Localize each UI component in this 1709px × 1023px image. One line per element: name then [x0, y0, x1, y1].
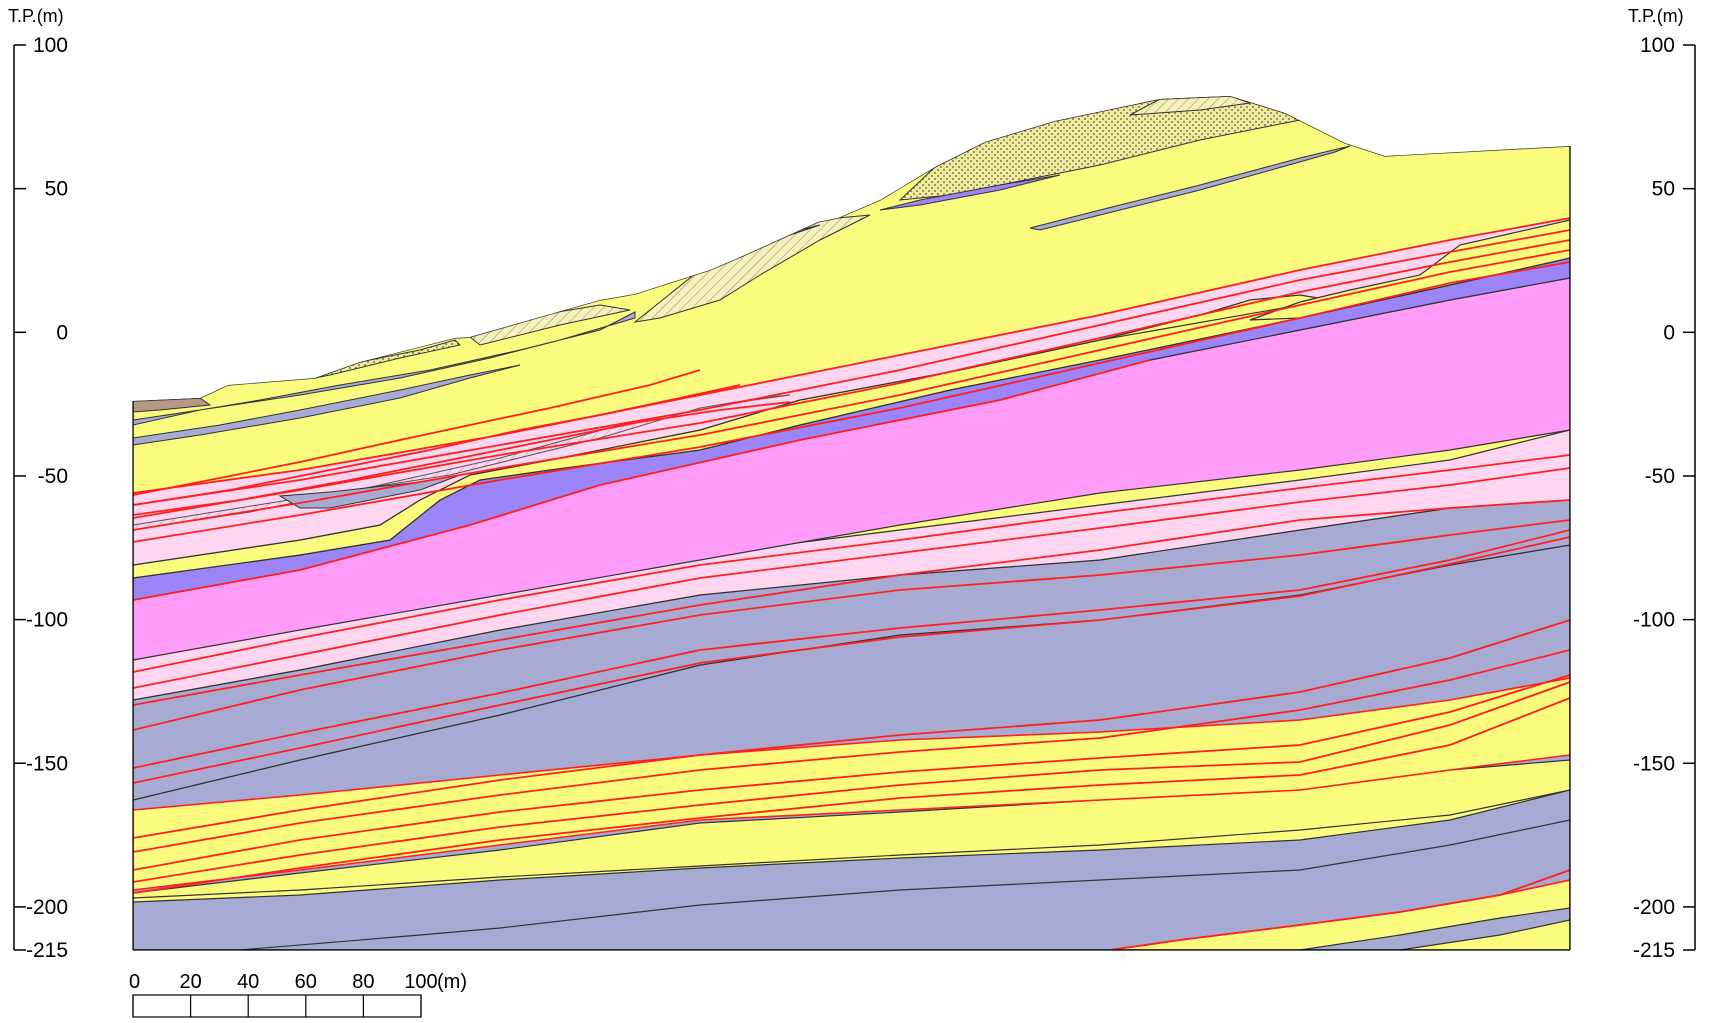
red-line-5 [133, 261, 1570, 543]
right-axis-ticks: 100 50 0 -50 -100 -150 -200 -215 [1633, 34, 1695, 962]
red-line-20 [133, 384, 741, 506]
red-line-18 [1109, 869, 1570, 950]
red-line-12 [133, 536, 1570, 784]
red-line-10 [133, 519, 1570, 731]
red-line-17 [133, 697, 1570, 894]
right-axis-title: T.P.(m) [1628, 6, 1684, 26]
scale-bar-label: 60 [295, 971, 317, 993]
red-line-15 [133, 674, 1570, 871]
left-axis-tick-label: -100 [26, 609, 68, 632]
purple-surface-strip-upper [879, 174, 1061, 211]
right-axis-tick-label: -200 [1633, 896, 1675, 919]
red-line-14 [133, 649, 1570, 853]
left-axis-tick-label: 50 [45, 178, 68, 201]
scale-bar-labels: 0 20 40 60 80 100 [129, 971, 438, 993]
yellow-thin-lower [239, 819, 1570, 950]
left-elevation-axis: T.P.(m) 100 50 0 -50 -100 -150 -200 -215 [8, 6, 68, 962]
left-axis-tick-label: -150 [26, 752, 68, 775]
red-tuff-boundaries [133, 217, 1570, 950]
yellow-wedge-bottom-right [1399, 919, 1570, 950]
red-line-11 [133, 529, 1570, 769]
left-axis-title: T.P.(m) [8, 6, 64, 26]
red-line-7 [133, 454, 1570, 673]
left-axis-tick-label: 0 [56, 321, 68, 344]
left-axis-tick-label: -200 [26, 896, 68, 919]
scale-bar: 0 20 40 60 80 100 (m) [129, 971, 467, 1018]
scale-bar-label: 40 [237, 971, 259, 993]
right-axis-tick-label: 50 [1652, 178, 1675, 201]
right-axis-tick-label: -100 [1633, 609, 1675, 632]
gray-lens-upper-left [133, 311, 636, 426]
right-axis-tick-label: -50 [1645, 465, 1675, 488]
gray-lens-upper-right [1029, 145, 1351, 231]
right-axis-tick-label: -215 [1633, 939, 1675, 962]
red-line-8 [133, 467, 1570, 689]
red-line-3 [133, 239, 1570, 519]
red-line-4 [133, 249, 1570, 531]
scale-bar-divisions [132, 995, 422, 1017]
scale-bar-label: 0 [129, 971, 140, 993]
scale-bar-label: 80 [352, 971, 374, 993]
right-axis-tick-label: -150 [1633, 752, 1675, 775]
red-line-16 [133, 681, 1570, 883]
red-line-2 [133, 229, 1570, 506]
left-axis-tick-label: -215 [26, 939, 68, 962]
red-line-9 [133, 499, 1570, 706]
gray-lens-upper-left-2 [133, 364, 521, 446]
right-axis-tick-label: 100 [1640, 34, 1675, 57]
left-axis-tick-label: 100 [33, 34, 68, 57]
right-axis-tick-label: 0 [1663, 321, 1675, 344]
cross-section-body [133, 96, 1570, 950]
red-line-1 [133, 217, 1570, 494]
left-axis-tick-label: -50 [38, 465, 68, 488]
scale-bar-box [132, 994, 422, 1018]
red-line-6 [133, 359, 1151, 601]
scale-bar-label: 100 [404, 971, 437, 993]
scale-bar-label: 20 [179, 971, 201, 993]
red-line-21 [133, 401, 791, 516]
red-line-19 [133, 369, 701, 496]
scale-bar-unit: (m) [437, 971, 467, 993]
red-line-13 [133, 619, 1570, 839]
left-axis-ticks: 100 50 0 -50 -100 -150 -200 -215 [14, 34, 68, 962]
right-elevation-axis: T.P.(m) 100 50 0 -50 -100 -150 -200 -215 [1628, 6, 1696, 962]
